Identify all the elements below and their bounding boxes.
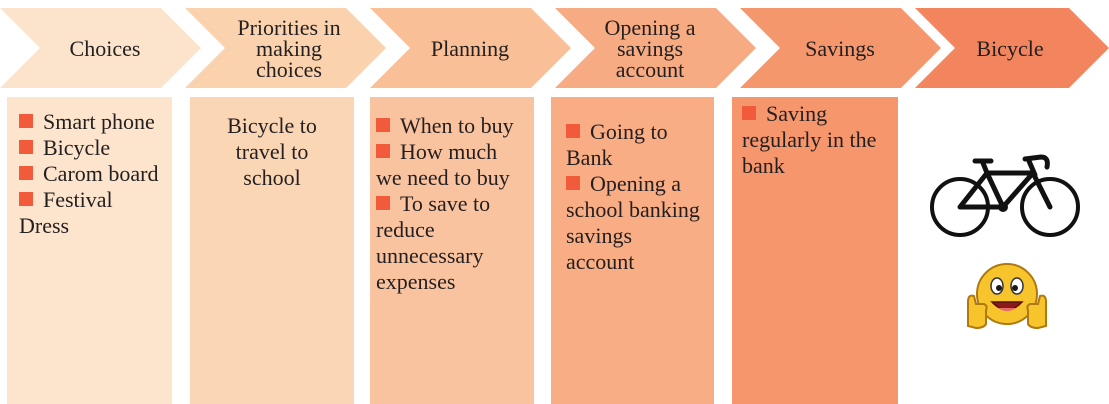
chevron-2 [185, 8, 386, 88]
bullet-square-icon [19, 166, 33, 180]
box-choices: Smart phone Bicycle Carom board Festival… [7, 97, 172, 404]
thumbs-up-smiley-icon [967, 263, 1047, 330]
chevron-4 [555, 8, 756, 88]
step-planning: Planning [430, 35, 510, 61]
box-opening-account: Going to Bank Opening a school banking s… [551, 97, 714, 404]
chevron-6 [915, 8, 1109, 88]
box-savings: Saving regularly in the bank [732, 97, 898, 404]
list-item: Festival Dress [19, 187, 113, 238]
bullet-square-icon [566, 124, 580, 138]
step-savings: Savings [805, 35, 875, 61]
list-item: To save to reduce unnecessary expenses [376, 191, 491, 294]
bullet-square-icon [19, 114, 33, 128]
process-chevrons [0, 8, 1109, 88]
list-item: Carom board [19, 161, 162, 187]
chevron-5 [740, 8, 941, 88]
chevron-3 [370, 8, 571, 88]
step-bicycle: Bicycle [976, 35, 1044, 61]
list-item: Saving regularly in the bank [742, 101, 877, 178]
list-item: Opening a school banking savings account [566, 171, 700, 274]
list-item: Bicycle [19, 135, 162, 161]
list-item: How much we need to buy [376, 139, 510, 190]
bicycle-icon [930, 154, 1080, 237]
step-priorities: Priorities in making choices [237, 14, 341, 82]
bullet-square-icon [566, 176, 580, 190]
list-item: When to buy [376, 113, 526, 139]
box-priorities: Bicycle to travel to school [190, 97, 354, 404]
box-planning: When to buy How much we need to buy To s… [370, 97, 534, 404]
step-choices: Choices [69, 35, 141, 61]
bullet-square-icon [376, 144, 390, 158]
bullet-square-icon [19, 140, 33, 154]
step-opening-account: Opening a savings account [604, 14, 696, 82]
list-item: Smart phone [19, 109, 162, 135]
bullet-square-icon [376, 196, 390, 210]
list-item: Going to Bank [566, 119, 668, 170]
bullet-square-icon [376, 118, 390, 132]
bullet-square-icon [19, 192, 33, 206]
priority-text: Bicycle to travel to school [227, 113, 317, 190]
chevron-1 [0, 8, 201, 88]
bullet-square-icon [742, 106, 756, 120]
